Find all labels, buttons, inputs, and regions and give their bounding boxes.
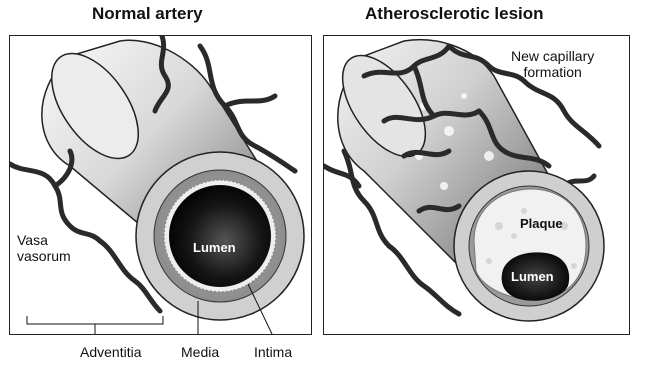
adventitia-bracket <box>27 316 163 335</box>
adventitia-label: Adventitia <box>80 344 141 360</box>
capillary-vessel <box>419 206 459 211</box>
atherosclerotic-lesion-illustration <box>324 36 630 335</box>
normal-artery-panel: Lumen Vasa vasorum <box>9 35 312 335</box>
vasa-vasorum-vessel <box>225 96 275 106</box>
plaque-label: Plaque <box>520 216 563 231</box>
new-capillary-label: New capillary formation <box>511 48 594 80</box>
capillary-vessel <box>524 81 599 146</box>
intima-label: Intima <box>254 344 292 360</box>
media-label: Media <box>181 344 219 360</box>
vasa-vasorum-label: Vasa vasorum <box>17 232 71 264</box>
title-normal-artery: Normal artery <box>92 4 203 24</box>
atherosclerotic-lesion-panel: Plaque Lumen New capillary formation <box>323 35 630 335</box>
normal-artery-illustration <box>10 36 312 335</box>
lumen-normal <box>169 185 271 287</box>
title-atherosclerotic-lesion: Atherosclerotic lesion <box>365 4 544 24</box>
capillary-vessel <box>404 151 449 156</box>
lumen-lesion-label: Lumen <box>511 269 554 284</box>
lumen-normal-label: Lumen <box>193 240 236 255</box>
